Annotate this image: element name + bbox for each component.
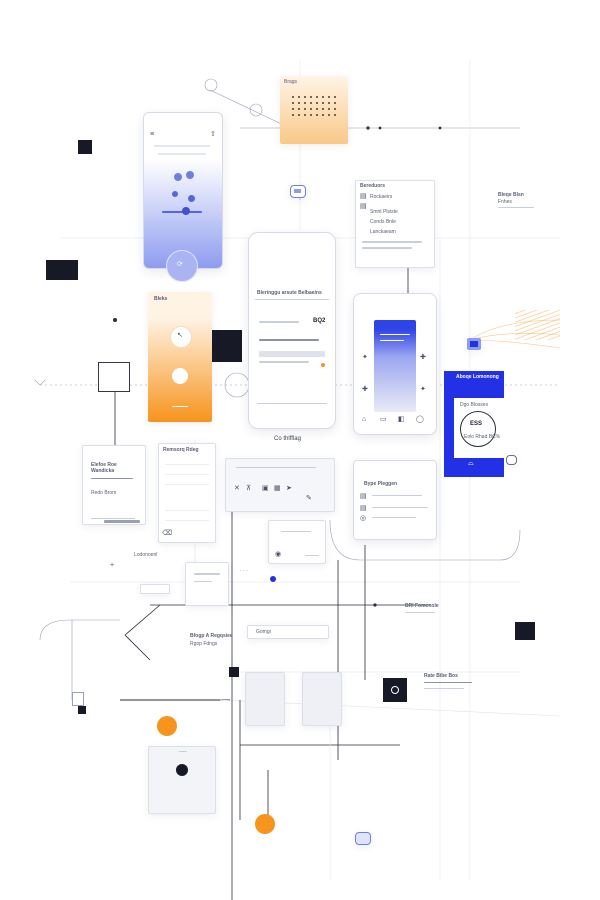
progress-ring bbox=[460, 411, 496, 447]
tool-cross-icon[interactable]: ✕ bbox=[234, 485, 240, 492]
orange-dial-1[interactable] bbox=[170, 326, 192, 348]
doc-label-line: Fnhes bbox=[498, 199, 512, 205]
list-icon-3: ◎ bbox=[360, 515, 367, 522]
dot-grid bbox=[290, 94, 338, 120]
doc-small-title: Remsorq Rdeg bbox=[163, 447, 199, 453]
small-list bbox=[185, 562, 229, 606]
image-icon-box[interactable] bbox=[290, 185, 306, 198]
menu-icon[interactable]: ≡ bbox=[150, 131, 155, 138]
doc-right: Bereduors ▤ Rockaeirs ▤ Smnt Plsiste Con… bbox=[355, 180, 435, 268]
cross-icon[interactable]: ✚ bbox=[420, 354, 426, 361]
doc-icon-2: ▤ bbox=[360, 203, 367, 210]
bottom-button-label: Gomgi bbox=[256, 629, 271, 635]
tab-home-icon[interactable]: ⌂ bbox=[362, 416, 367, 423]
bottom-text-line: Rgop Fdngs bbox=[190, 641, 218, 647]
doc-right-title: Bereduors bbox=[360, 183, 386, 189]
sunburst bbox=[515, 310, 560, 340]
center-caption: Co thlfflag bbox=[274, 436, 301, 442]
dark-square-small bbox=[229, 667, 239, 677]
phone-right-bottom-title: Bype Pleggen bbox=[364, 481, 398, 487]
crosshair-icon: + bbox=[110, 562, 115, 569]
toolbar-card: ✕ ⊼ ▣ ▦ ➤ ✎ bbox=[225, 458, 335, 512]
orange-dial-2[interactable] bbox=[172, 368, 188, 384]
doc-small: Remsorq Rdeg ⌫ bbox=[158, 443, 216, 543]
tab-chat-icon[interactable]: ◧ bbox=[398, 416, 405, 423]
dark-button-ring[interactable] bbox=[383, 678, 407, 702]
doc-left-underline bbox=[104, 520, 140, 523]
tab-user-icon[interactable]: ◯ bbox=[416, 416, 424, 423]
tool-image-icon[interactable]: ▣ bbox=[262, 485, 269, 492]
blue-card: Aboqe Lomonong Dgo Blosses ESS Eolo Rhad… bbox=[444, 371, 504, 477]
calendar-icon[interactable] bbox=[506, 455, 517, 465]
cloud-icon: ⌓ bbox=[468, 460, 474, 467]
outline-square-left bbox=[98, 362, 130, 392]
outline-small-box bbox=[72, 692, 84, 706]
trash-icon[interactable]: ⌫ bbox=[162, 530, 172, 537]
card-peach: Brags bbox=[280, 76, 348, 144]
card-orange: Bleks ↖ bbox=[148, 292, 212, 422]
doc-left-title: Elefoe Roe Wandicka bbox=[91, 462, 117, 474]
ring-big-value: ESS bbox=[470, 421, 483, 427]
canvas-box bbox=[148, 746, 216, 814]
phone-right-bottom: Bype Pleggen ▤ ▤ ◎ bbox=[353, 460, 437, 540]
refresh-icon: ⟳ bbox=[177, 261, 183, 268]
bottom-button[interactable]: Gomgi bbox=[247, 625, 329, 639]
tool-send-icon[interactable]: ➤ bbox=[286, 485, 292, 492]
doc-right-line-3: Conds Bnle bbox=[370, 219, 396, 225]
dark-square-bottom-left bbox=[78, 706, 86, 714]
cursor-icon: ↖ bbox=[177, 332, 183, 339]
phone-center-value: BQ2 bbox=[313, 318, 326, 324]
doc-label-title: Bleqe Blsn bbox=[498, 192, 524, 198]
star-icon-2[interactable]: ✦ bbox=[420, 386, 426, 393]
left-label: Lodonoenl bbox=[134, 552, 158, 558]
left-input[interactable] bbox=[140, 584, 170, 594]
right-info-title: Rate Bibe Bos bbox=[424, 673, 458, 679]
phone-right: ✦ ✚ ✚ ✦ ⌂ ▭ ◧ ◯ bbox=[353, 293, 437, 435]
orange-dot-2[interactable] bbox=[255, 814, 275, 834]
plus-icon[interactable]: ✚ bbox=[362, 386, 368, 393]
phone-right-screen bbox=[374, 320, 416, 412]
tab-list-icon[interactable]: ▭ bbox=[380, 416, 387, 423]
doc-left-line: Redo Brom bbox=[91, 490, 117, 496]
bottom-image-icon[interactable] bbox=[355, 832, 371, 845]
bottom-text-title: Bfogp A Regqsiee bbox=[190, 633, 233, 639]
dark-rect-left bbox=[46, 260, 78, 280]
blue-card-title: Aboqe Lomonong bbox=[456, 374, 499, 380]
orange-dot-1[interactable] bbox=[157, 716, 177, 736]
dark-square-center bbox=[206, 330, 242, 362]
slider-caption: · · · bbox=[240, 568, 248, 574]
blue-dot-slider[interactable] bbox=[270, 576, 276, 582]
small-modal: ◉ bbox=[268, 520, 326, 564]
doc-left: Elefoe Roe Wandicka Redo Brom bbox=[82, 445, 146, 525]
list-icon-1: ▤ bbox=[360, 493, 367, 500]
star-icon[interactable]: ✦ bbox=[362, 354, 368, 361]
card-orange-title: Bleks bbox=[154, 296, 168, 302]
doc-right-line-1: Rockaeirs bbox=[370, 194, 393, 200]
eye-icon[interactable]: ◉ bbox=[275, 551, 282, 558]
phone-lavender: ≡ ⇧ bbox=[143, 112, 223, 269]
tool-chair-icon[interactable]: ⊼ bbox=[246, 485, 252, 492]
doc-icon-1: ▤ bbox=[360, 193, 367, 200]
phone-center: Bleringgu arsute Belbaeins BQ2 bbox=[248, 232, 336, 429]
blue-small-badge[interactable] bbox=[467, 338, 481, 350]
doc-right-line-2: Smnt Plsiste bbox=[370, 209, 398, 215]
share-icon[interactable]: ⇧ bbox=[210, 131, 216, 138]
phone-center-title: Bleringgu arsute Belbaeins bbox=[257, 290, 322, 296]
gray-panel-1 bbox=[245, 672, 285, 726]
floating-button-lavender[interactable] bbox=[166, 250, 198, 282]
dark-square-1 bbox=[78, 140, 92, 154]
list-icon-2: ▤ bbox=[360, 505, 367, 512]
gray-panel-2 bbox=[302, 672, 342, 726]
tool-grid-icon[interactable]: ▦ bbox=[274, 485, 281, 492]
canvas-dot bbox=[176, 764, 188, 776]
right-text-title: BRI Fomenole bbox=[405, 603, 439, 609]
card-peach-title: Brags bbox=[284, 79, 298, 85]
tool-edit-icon[interactable]: ✎ bbox=[306, 495, 312, 502]
doc-right-line-4: Lanckaeam bbox=[370, 229, 396, 235]
dark-square-right bbox=[515, 622, 535, 640]
blue-card-sub: Dgo Blosses bbox=[460, 402, 489, 408]
ring-small-value: Eolo Rhad BC% bbox=[464, 434, 501, 440]
